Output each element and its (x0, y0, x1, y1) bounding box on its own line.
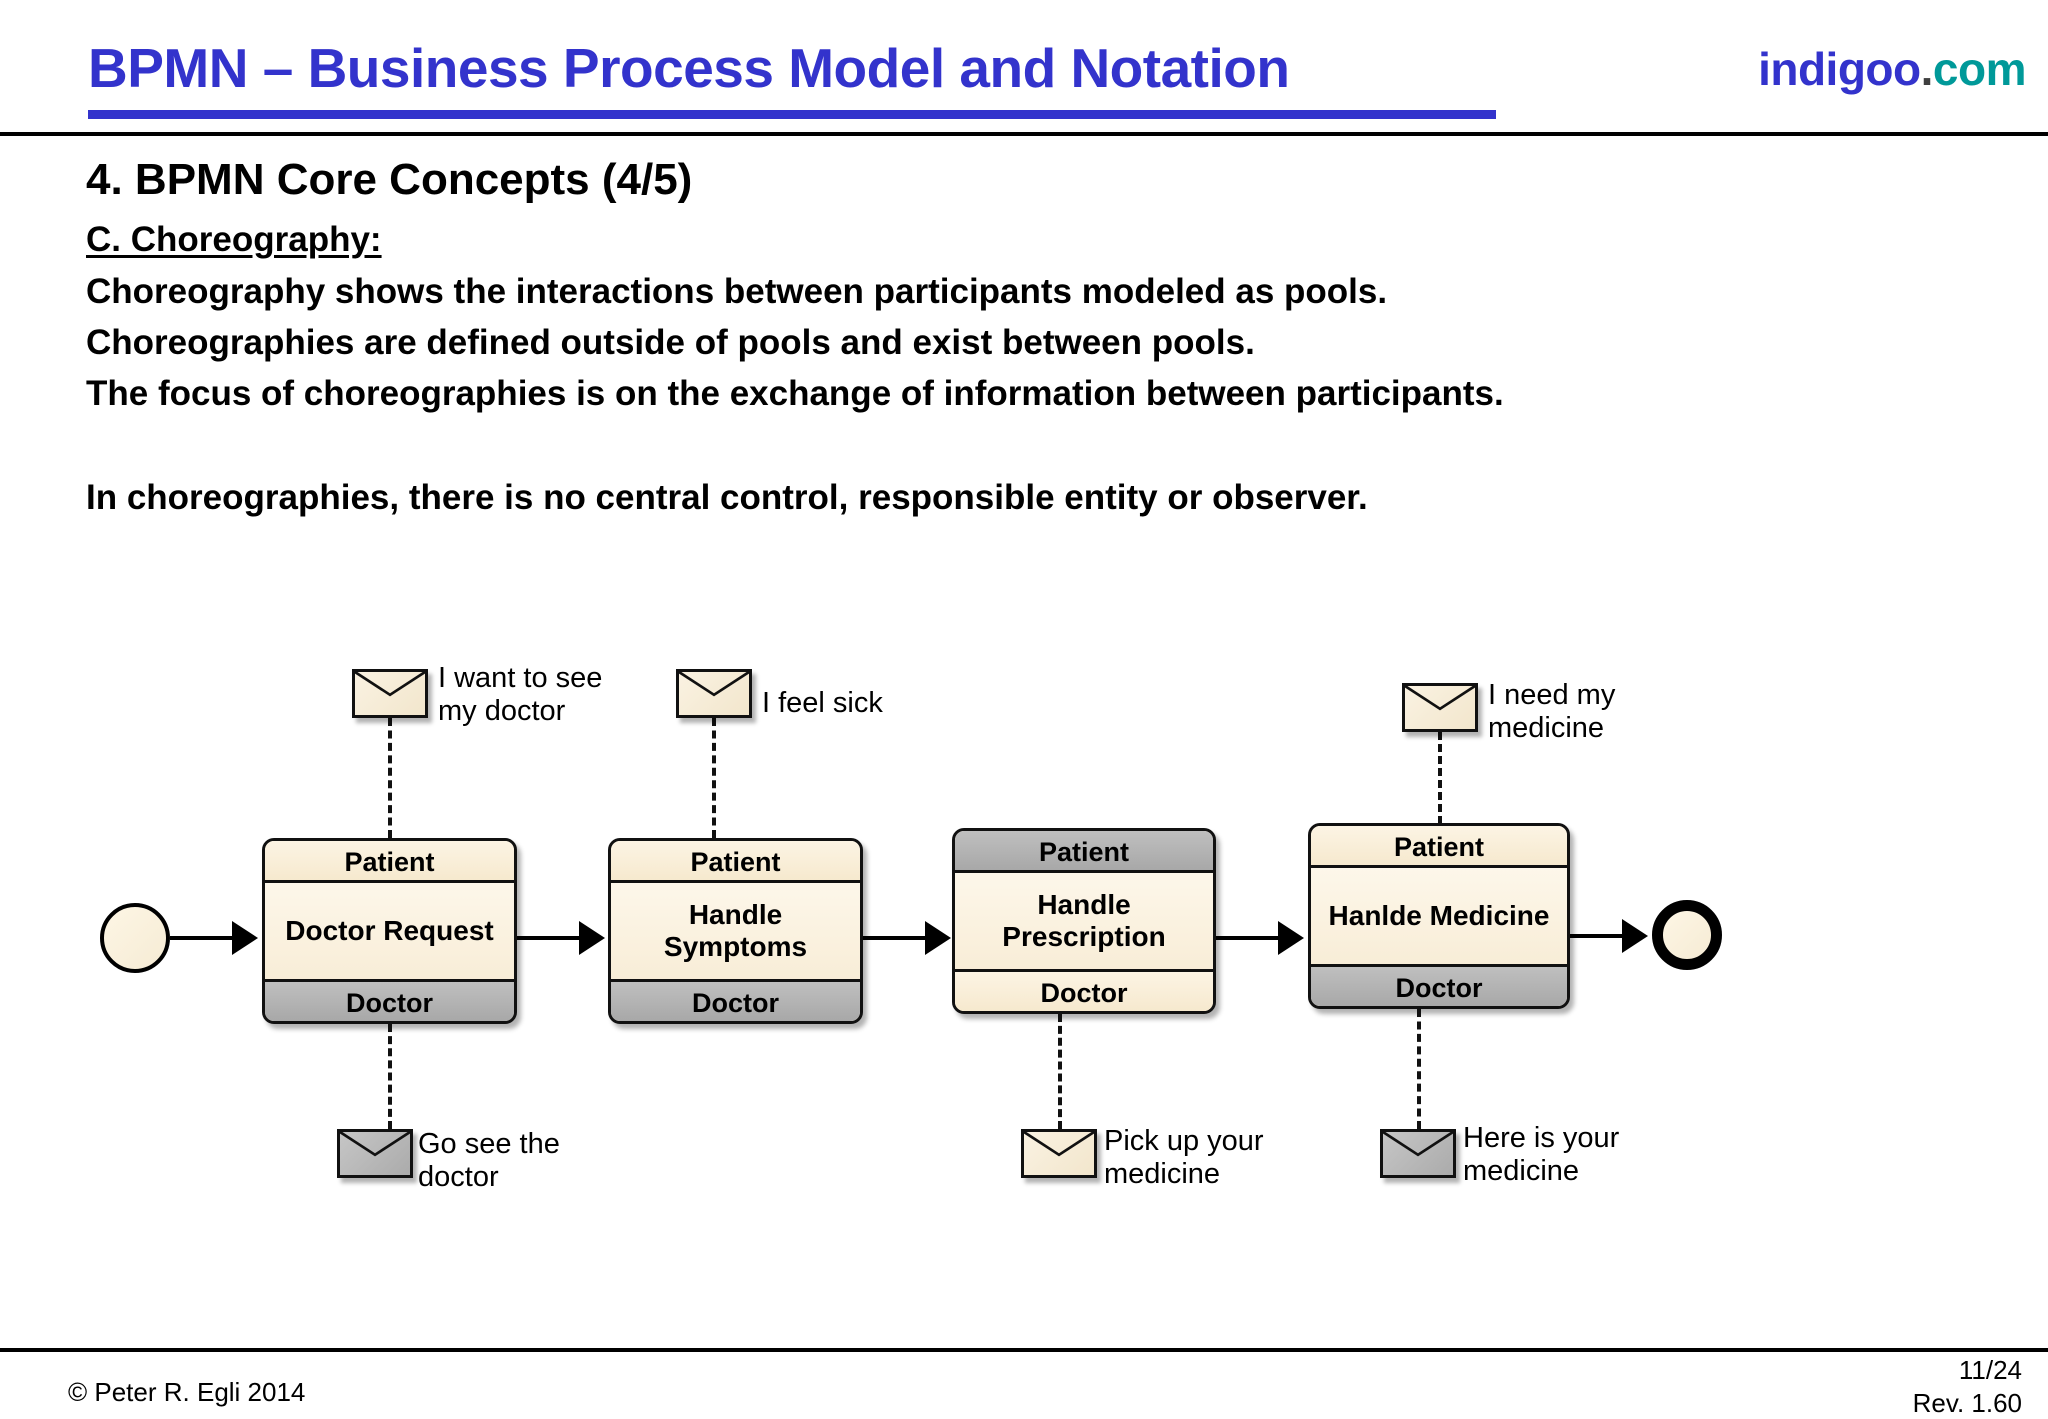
message-label-6: Here is your medicine (1463, 1122, 1620, 1187)
body-line-4: In choreographies, there is no central c… (86, 478, 1368, 517)
title-underline (88, 110, 1496, 119)
page-title: BPMN – Business Process Model and Notati… (88, 37, 1290, 99)
task-4-name: Hanlde Medicine (1311, 868, 1567, 964)
message-association-5 (1058, 1014, 1062, 1129)
sequence-flow-1 (170, 936, 232, 940)
message-label-1: I want to see my doctor (438, 662, 603, 727)
sequence-flow-3-arrowhead (925, 921, 951, 955)
sequence-flow-1-arrowhead (232, 921, 258, 955)
sequence-flow-5 (1570, 934, 1622, 938)
message-label-4: Go see the doctor (418, 1128, 560, 1193)
task-3-bottom-participant: Doctor (955, 969, 1213, 1011)
task-2-bottom-participant: Doctor (611, 979, 860, 1021)
slide-header: BPMN – Business Process Model and Notati… (0, 0, 2048, 136)
indigoo-logo: indigoo.com (1758, 42, 2026, 96)
message-envelope-i-need-my-medicine[interactable] (1402, 683, 1478, 732)
message-association-6 (1417, 1009, 1421, 1129)
body-line-2: Choreographies are defined outside of po… (86, 323, 1255, 362)
task-1-name: Doctor Request (265, 883, 514, 979)
message-association-3 (1438, 732, 1442, 824)
footer-divider (0, 1348, 2048, 1352)
message-envelope-here-is-your-medicine[interactable] (1380, 1129, 1456, 1178)
choreography-task-handle-prescription[interactable]: Patient Handle Prescription Doctor (952, 828, 1216, 1014)
choreography-task-doctor-request[interactable]: Patient Doctor Request Doctor (262, 838, 517, 1024)
revision-label: Rev. 1.60 (1912, 1388, 2022, 1418)
page-number: 11/24 (1958, 1355, 2022, 1385)
message-label-3: I need my medicine (1488, 679, 1616, 744)
message-association-4 (388, 1024, 392, 1129)
task-4-bottom-participant: Doctor (1311, 964, 1567, 1006)
section-heading: 4. BPMN Core Concepts (4/5) (86, 155, 693, 204)
copyright-notice: © Peter R. Egli 2014 (68, 1377, 306, 1407)
sequence-flow-2 (517, 936, 579, 940)
task-2-name: Handle Symptoms (611, 883, 860, 979)
sequence-flow-5-arrowhead (1622, 919, 1648, 953)
header-divider (0, 132, 2048, 136)
choreography-task-hanlde-medicine[interactable]: Patient Hanlde Medicine Doctor (1308, 823, 1570, 1009)
message-association-2 (712, 718, 716, 838)
task-1-bottom-participant: Doctor (265, 979, 514, 1021)
logo-dot: . (1920, 43, 1934, 95)
logo-name: indigoo (1758, 43, 1921, 95)
message-envelope-go-see-the-doctor[interactable] (337, 1129, 413, 1178)
task-4-top-participant: Patient (1311, 826, 1567, 868)
task-2-top-participant: Patient (611, 841, 860, 883)
end-event[interactable] (1652, 900, 1722, 970)
message-envelope-pick-up-your-medicine[interactable] (1021, 1129, 1097, 1178)
logo-tld: com (1932, 43, 2027, 95)
task-1-top-participant: Patient (265, 841, 514, 883)
choreography-task-handle-symptoms[interactable]: Patient Handle Symptoms Doctor (608, 838, 863, 1024)
sequence-flow-4 (1216, 936, 1278, 940)
message-association-1 (388, 718, 392, 838)
message-label-2: I feel sick (762, 687, 883, 719)
message-envelope-i-want-to-see-my-doctor[interactable] (352, 669, 428, 718)
task-3-top-participant: Patient (955, 831, 1213, 873)
task-3-name: Handle Prescription (955, 873, 1213, 969)
sequence-flow-2-arrowhead (579, 921, 605, 955)
message-label-5: Pick up your medicine (1104, 1125, 1264, 1190)
sequence-flow-4-arrowhead (1278, 921, 1304, 955)
subsection-heading: C. Choreography: (86, 220, 382, 259)
start-event[interactable] (100, 903, 170, 973)
sequence-flow-3 (863, 936, 925, 940)
body-line-1: Choreography shows the interactions betw… (86, 272, 1388, 311)
body-line-3: The focus of choreographies is on the ex… (86, 374, 1504, 413)
message-envelope-i-feel-sick[interactable] (676, 669, 752, 718)
